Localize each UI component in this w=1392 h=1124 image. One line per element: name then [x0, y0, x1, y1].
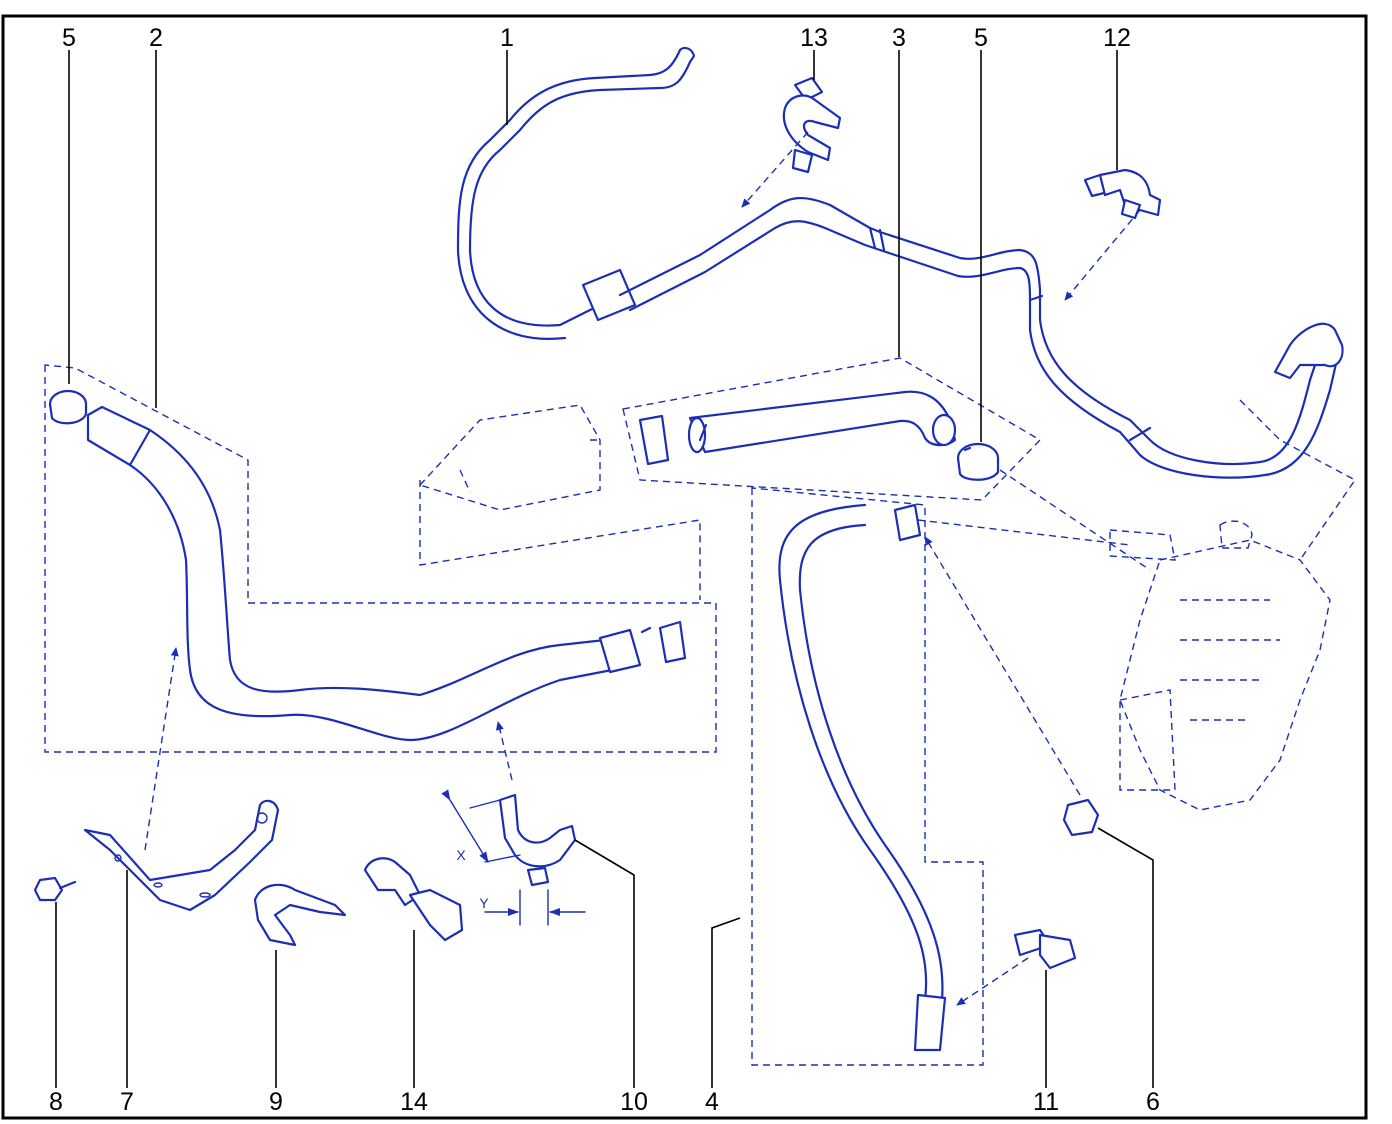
bracket-7 — [83, 799, 280, 912]
callout-6: 6 — [1146, 1088, 1160, 1116]
callout-14: 14 — [400, 1088, 428, 1116]
dimension-markers: X Y — [441, 789, 586, 926]
clip-12 — [1083, 168, 1162, 220]
callout-5-top-left: 5 — [62, 24, 76, 52]
callout-10: 10 — [620, 1088, 648, 1116]
clip-11 — [1013, 928, 1077, 970]
hose-4 — [751, 487, 984, 1066]
callout-2: 2 — [149, 24, 163, 52]
pipe-1 — [456, 46, 1344, 479]
clip-10 — [498, 793, 577, 887]
callout-7: 7 — [120, 1088, 134, 1116]
bolt-8 — [33, 876, 77, 902]
callout-1: 1 — [500, 24, 514, 52]
callout-8: 8 — [49, 1088, 63, 1116]
dimension-y-label: Y — [479, 895, 489, 911]
callout-4: 4 — [705, 1088, 719, 1116]
callout-13: 13 — [800, 24, 828, 52]
clip-5b — [956, 442, 1000, 481]
clip-9 — [253, 883, 347, 947]
callout-12: 12 — [1103, 24, 1131, 52]
callout-labels: 5 2 1 13 3 5 12 8 7 9 14 10 4 11 6 — [49, 24, 1160, 1116]
clip-13 — [782, 76, 842, 174]
callout-5-top-right: 5 — [974, 24, 988, 52]
dimension-x-label: X — [456, 847, 466, 863]
leader-lines — [55, 50, 1154, 1088]
callout-9: 9 — [269, 1088, 283, 1116]
pipe-2 — [44, 364, 717, 753]
callout-3: 3 — [892, 24, 906, 52]
clip-5a — [48, 389, 88, 425]
diagram-frame — [1, 14, 1368, 1120]
callout-11: 11 — [1033, 1088, 1059, 1116]
assembly-arrows — [144, 131, 1151, 1006]
fuel-pump — [1109, 399, 1357, 811]
clip-14 — [363, 857, 464, 942]
nut-6 — [1062, 798, 1100, 837]
hose-3-assembly — [418, 357, 1042, 600]
